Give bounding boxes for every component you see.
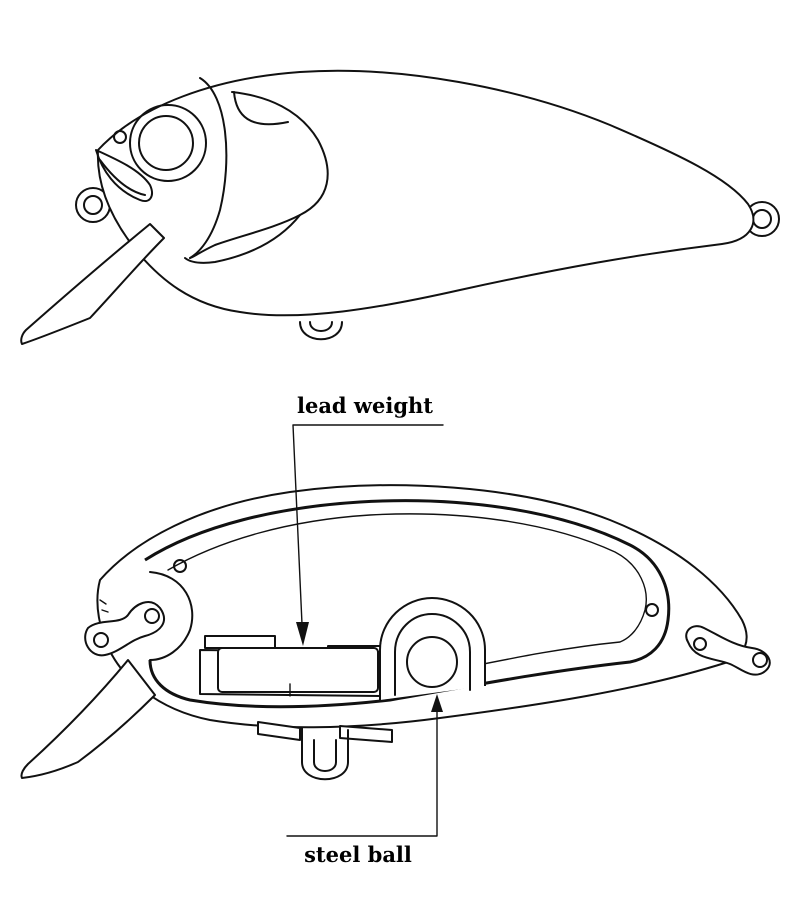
cutaway-tail-tie bbox=[685, 625, 771, 676]
gill-plate bbox=[189, 77, 228, 259]
lead-weight-block bbox=[199, 635, 389, 697]
belly-hanger bbox=[257, 721, 393, 781]
lead-weight-label: lead weight bbox=[297, 393, 433, 418]
lure-exterior bbox=[20, 69, 780, 345]
cutaway-diving-lip bbox=[20, 659, 156, 779]
head-contour bbox=[189, 91, 329, 259]
lure-body-outline bbox=[96, 69, 755, 317]
lure-cutaway bbox=[20, 484, 771, 781]
mouth bbox=[95, 149, 153, 202]
steel-ball-label: steel ball bbox=[304, 842, 412, 867]
nostril bbox=[113, 130, 127, 144]
head-chamber bbox=[149, 559, 194, 661]
cutaway-inner-wall bbox=[144, 499, 671, 709]
eye bbox=[129, 104, 207, 182]
steel-ball bbox=[406, 636, 458, 688]
cutaway-line-tie bbox=[84, 601, 165, 657]
belly-ring bbox=[299, 321, 343, 341]
diving-lip bbox=[20, 223, 165, 345]
steel-ball-chamber bbox=[379, 597, 486, 700]
steel-ball-callout: steel ball bbox=[286, 694, 443, 867]
lead-weight-callout: lead weight bbox=[292, 393, 444, 646]
